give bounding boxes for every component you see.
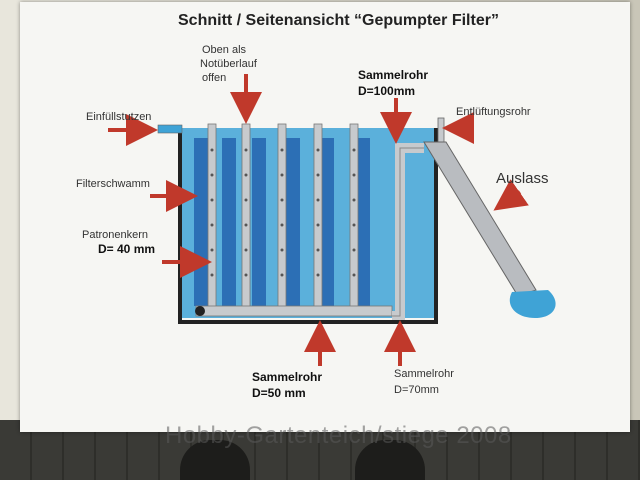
indicator-arrows [108, 74, 529, 366]
label-oben-2: Notüberlauf [200, 58, 257, 70]
outlet-spray [509, 290, 556, 318]
label-patronenkern: Patronenkern [82, 229, 149, 241]
filter-sponges [194, 138, 370, 306]
label-sammelrohr-bottom-left: Sammelrohr [252, 370, 323, 384]
label-sammelrohr-bottom-left-d: D=50 mm [252, 386, 306, 400]
cartridge-pipes [207, 123, 359, 309]
label-sammelrohr-bottom-right: Sammelrohr [394, 368, 454, 380]
inlet-stub [157, 124, 183, 134]
pipe-end-cap [195, 306, 205, 316]
label-sammelrohr-bottom-right-d: D=70mm [394, 384, 439, 396]
cartridge-perforation [210, 148, 356, 277]
bottom-collector-pipe [195, 305, 393, 317]
outlet-pipe [423, 141, 537, 297]
label-patronenkern-d: D= 40 mm [98, 242, 156, 256]
diagram-title: Schnitt / Seitenansicht “Gepumpter Filte… [178, 12, 499, 29]
shoe-right [355, 440, 425, 480]
label-sammelrohr-top-d: D=100mm [358, 84, 416, 98]
label-entlueftungsrohr: Entlüftungsrohr [456, 106, 531, 118]
watermark: Hobby-Gartenteich/stiege 2008 [165, 422, 512, 449]
label-einfuellstutzen: Einfüllstutzen [86, 111, 152, 123]
label-oben-1: Oben als [202, 44, 247, 56]
label-filterschwamm: Filterschwamm [76, 178, 150, 190]
label-auslass: Auslass [496, 170, 549, 187]
shoe-left [180, 440, 250, 480]
label-sammelrohr-top: Sammelrohr [358, 68, 429, 82]
label-oben-3: offen [202, 72, 227, 84]
